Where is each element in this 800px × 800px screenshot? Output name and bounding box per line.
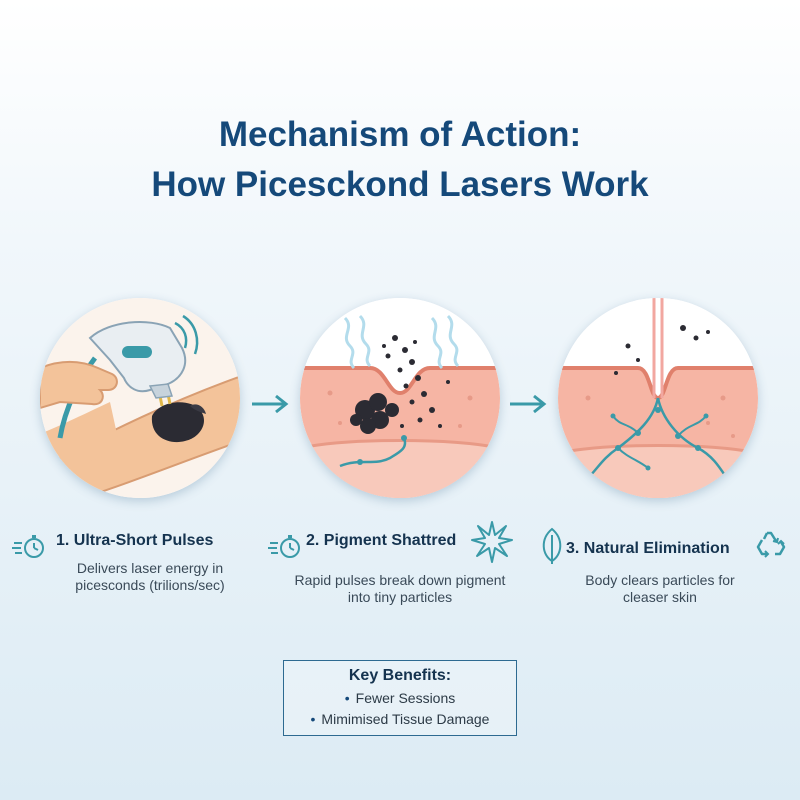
- step3-title: 3. Natural Elimination: [566, 540, 730, 557]
- step2-illustration: [300, 298, 500, 498]
- key-benefits-title: Key Benefits:: [348, 667, 452, 684]
- step1-description-line: picesconds (trilions/sec): [75, 577, 225, 593]
- page-title-line-1: Mechanism of Action:: [218, 115, 582, 154]
- step1-illustration: [40, 298, 240, 498]
- step2-description-line: into tiny particles: [347, 589, 453, 605]
- benefit-item: • Fewer Sessions: [284, 690, 516, 706]
- arrow-right-icon: [510, 394, 547, 414]
- step3-description-line: cleaser skin: [623, 589, 697, 605]
- stopwatch-speed-icon: [268, 535, 300, 558]
- step1-title: 1. Ultra-Short Pulses: [56, 532, 214, 549]
- step2-title: 2. Pigment Shattred: [306, 532, 457, 549]
- step2-description-line: Rapid pulses break down pigment: [294, 572, 506, 588]
- bullet-icon: •: [344, 690, 350, 706]
- recycle-icon: [756, 531, 786, 558]
- leaf-icon: [542, 527, 562, 564]
- bullet-icon: •: [310, 711, 316, 727]
- page-title-line-2: How Picesckond Lasers Work: [151, 165, 649, 204]
- step2-description: Rapid pulses break down pigment into tin…: [280, 572, 520, 606]
- step3-description: Body clears particles for cleaser skin: [560, 572, 760, 606]
- step3-description-line: Body clears particles for: [585, 572, 735, 588]
- step3-illustration: [558, 298, 758, 498]
- starburst-icon: [471, 521, 513, 563]
- step1-description-line: Delivers laser energy in: [76, 560, 224, 576]
- stopwatch-speed-icon: [12, 535, 44, 558]
- key-benefits-box: Key Benefits: • Fewer Sessions • Mimimised…: [283, 660, 517, 736]
- benefit-item-label: Fewer Sessions: [355, 690, 456, 706]
- benefit-item: • Mimimised Tissue Damage: [284, 711, 516, 727]
- step1-description: Delivers laser energy in picesconds (tri…: [40, 560, 260, 594]
- arrow-right-icon: [252, 394, 289, 414]
- benefit-item-label: Mimimised Tissue Damage: [321, 711, 490, 727]
